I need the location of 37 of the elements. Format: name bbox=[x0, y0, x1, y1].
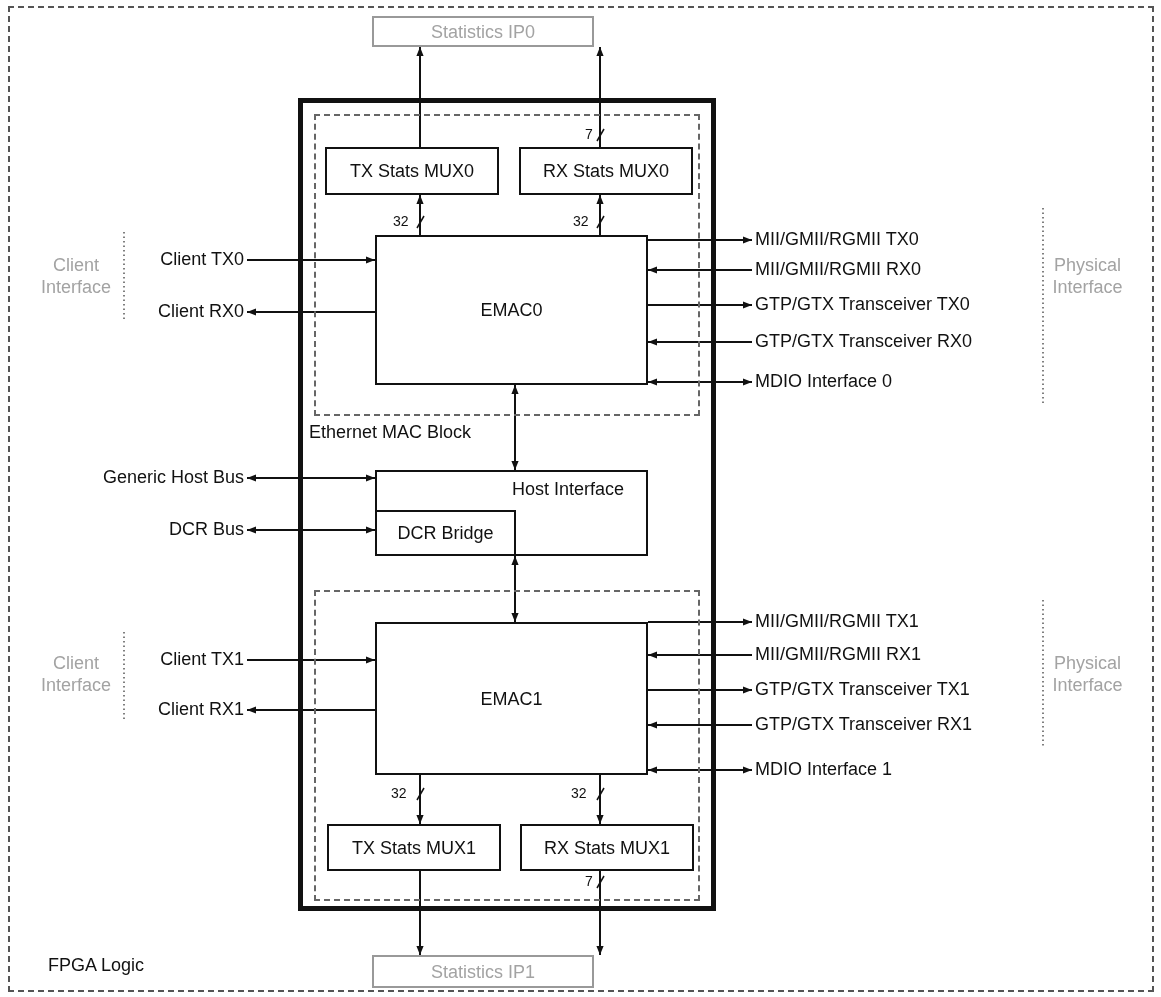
signal-label: MDIO Interface 1 bbox=[755, 758, 1055, 782]
signal-label: GTP/GTX Transceiver RX1 bbox=[755, 713, 1055, 737]
mac-block bbox=[298, 98, 716, 911]
mux-block: TX Stats MUX0 bbox=[325, 147, 499, 195]
dashed-frame bbox=[314, 114, 700, 416]
signal-label: MDIO Interface 0 bbox=[755, 370, 1055, 394]
signal-label: MII/GMII/RGMII TX1 bbox=[755, 610, 1055, 634]
fpga-logic-area bbox=[8, 6, 1154, 992]
emac-block: EMAC0 bbox=[375, 235, 648, 385]
dashed-frame bbox=[314, 590, 700, 901]
signal-label: Generic Host Bus bbox=[40, 466, 244, 490]
bridge-block: DCR Bridge bbox=[375, 510, 516, 556]
signal-label: Client TX0 bbox=[128, 248, 244, 272]
area-title: FPGA Logic bbox=[48, 954, 145, 976]
statistics-block: Statistics IP0 bbox=[372, 16, 594, 47]
bus-width-label: 7 bbox=[584, 127, 594, 142]
bus-width-label: 32 bbox=[570, 786, 588, 801]
signal-label: Client RX1 bbox=[126, 698, 244, 722]
signal-label: Client TX1 bbox=[128, 648, 244, 672]
block-title: Ethernet MAC Block bbox=[309, 421, 472, 443]
signal-label: MII/GMII/RGMII TX0 bbox=[755, 228, 1055, 252]
bus-width-label: 32 bbox=[392, 214, 410, 229]
bus-width-label: 7 bbox=[584, 874, 594, 889]
bus-width-label: 32 bbox=[390, 786, 408, 801]
block-title: Host Interface bbox=[511, 478, 624, 500]
interface-label: Client Interface bbox=[39, 254, 112, 298]
bus-width-label: 32 bbox=[572, 214, 590, 229]
mux-block: RX Stats MUX1 bbox=[520, 824, 694, 871]
host-interface-block bbox=[375, 470, 648, 556]
emac-block: EMAC1 bbox=[375, 622, 648, 775]
interface-label: Client Interface bbox=[39, 652, 112, 696]
statistics-block: Statistics IP1 bbox=[372, 955, 594, 988]
signal-label: GTP/GTX Transceiver RX0 bbox=[755, 330, 1055, 354]
signal-label: DCR Bus bbox=[130, 518, 244, 542]
signal-label: Client RX0 bbox=[128, 300, 244, 324]
mux-block: TX Stats MUX1 bbox=[327, 824, 501, 871]
mux-block: RX Stats MUX0 bbox=[519, 147, 693, 195]
